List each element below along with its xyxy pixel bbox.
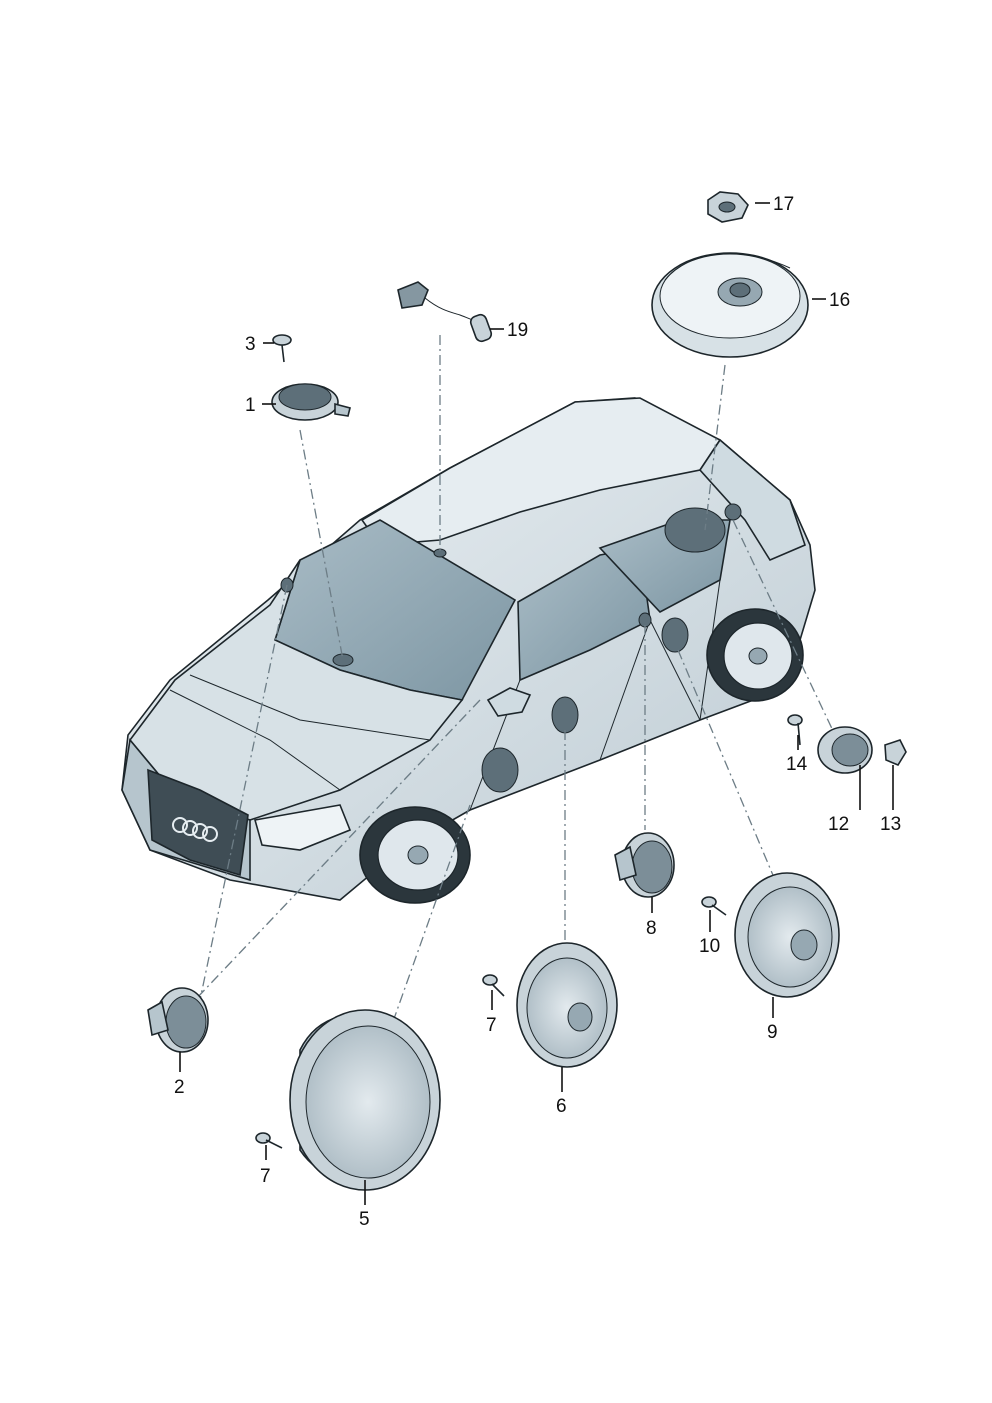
part-14-screw	[787, 714, 803, 746]
part-19-cable-harness	[397, 281, 493, 343]
rear-door-tweeter-opening	[638, 612, 652, 628]
part-6-door-speaker	[516, 942, 618, 1068]
part-1-center-speaker	[271, 383, 351, 421]
dash-speaker-opening	[332, 653, 354, 667]
car-body	[121, 397, 816, 904]
callout-leaders	[179, 202, 894, 1205]
callout-10: 10	[699, 936, 720, 957]
callout-9: 9	[767, 1022, 778, 1043]
part-17-nut	[707, 191, 749, 223]
part-10-screw	[701, 896, 727, 916]
callout-labels: 1 3 19 16 17 2 5 6 7 7 8 9 10 12 13 14	[174, 194, 901, 1230]
part-5-woofer	[289, 1009, 441, 1191]
part-2-tweeter	[147, 987, 209, 1053]
callout-2: 2	[174, 1077, 185, 1098]
callout-5: 5	[359, 1209, 370, 1230]
callout-7-lower: 7	[260, 1166, 271, 1187]
front-wheel	[359, 806, 471, 904]
part-9-rear-door-speaker	[734, 872, 840, 998]
rear-shelf-speaker-opening	[664, 507, 726, 553]
part-7-screw-upper	[482, 974, 505, 997]
callout-7-upper: 7	[486, 1015, 497, 1036]
callout-19: 19	[507, 320, 528, 341]
callout-1: 1	[245, 395, 256, 416]
callout-17: 17	[773, 194, 794, 215]
rear-tweeter-opening	[724, 503, 742, 521]
callout-6: 6	[556, 1096, 567, 1117]
assignment-lines	[194, 335, 836, 1031]
part-12-rear-tweeter	[817, 726, 873, 774]
front-door-speaker-opening	[481, 747, 519, 793]
callout-16: 16	[829, 290, 850, 311]
front-door-mid-speaker-opening	[551, 696, 579, 734]
callout-14: 14	[786, 754, 808, 775]
callout-13: 13	[880, 814, 901, 835]
part-7-screw-lower	[255, 1132, 283, 1149]
part-8-tweeter	[614, 832, 675, 898]
callout-3: 3	[245, 334, 256, 355]
rear-wheel	[706, 608, 804, 702]
callout-12: 12	[828, 814, 849, 835]
part-16-subwoofer	[651, 252, 809, 358]
part-13-clip	[884, 739, 907, 767]
callout-8: 8	[646, 918, 657, 939]
part-3-screw	[272, 334, 292, 363]
rear-door-speaker-opening	[661, 617, 689, 653]
audi-rings-logo	[172, 817, 218, 842]
